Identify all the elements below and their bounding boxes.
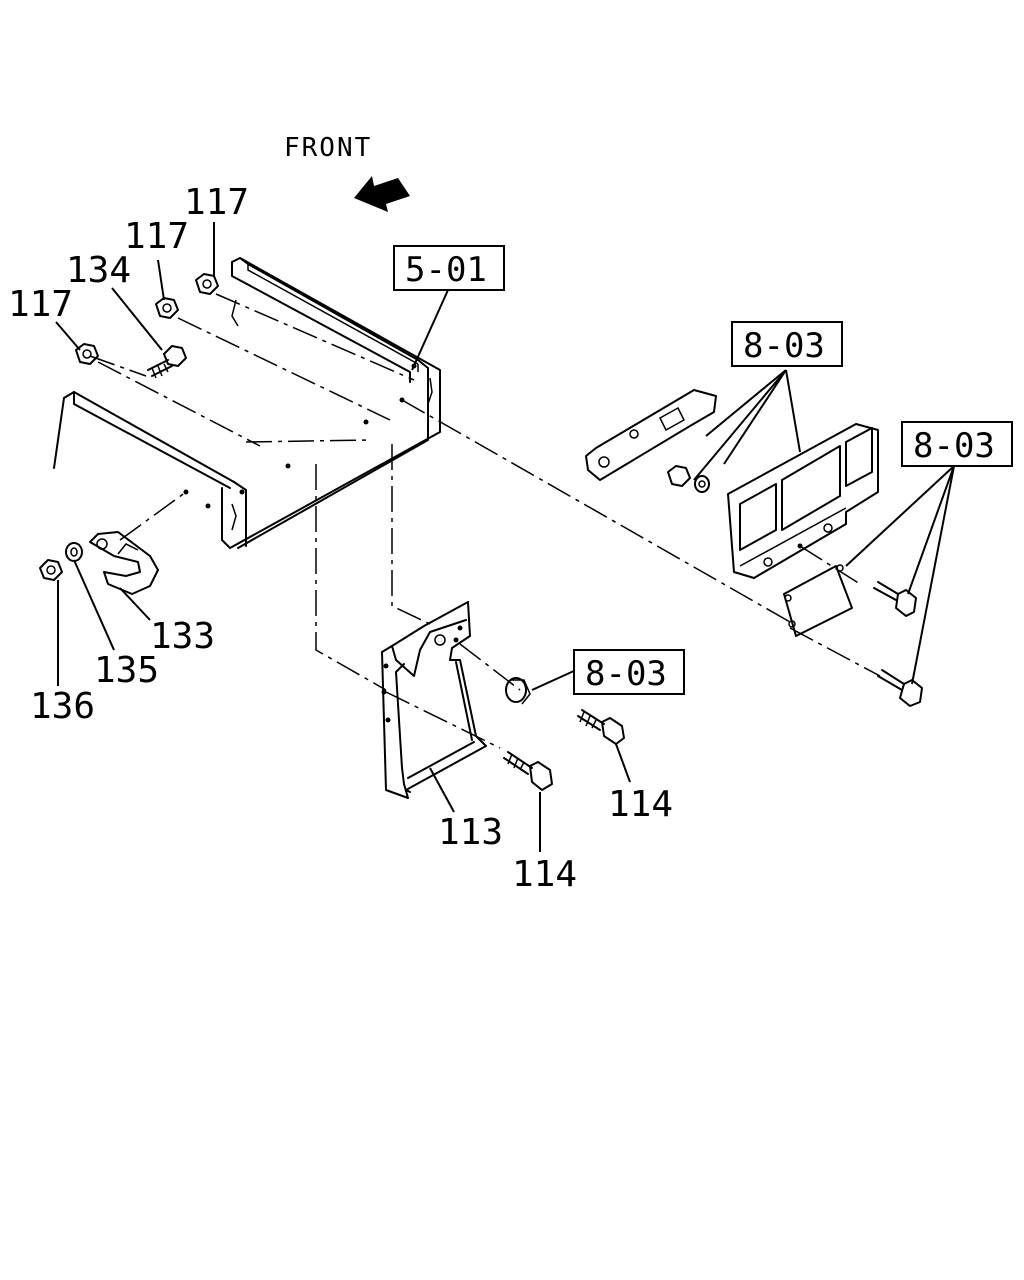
- part-label-133: 133: [150, 616, 215, 657]
- part-label-135: 135: [94, 650, 159, 691]
- lamp-washer: [694, 475, 710, 493]
- ref-box-8-03-b: 8-03: [901, 421, 1013, 467]
- front-label: FRONT: [284, 133, 372, 163]
- nut-117-c: [75, 343, 99, 365]
- ref-box-8-03-c: 8-03: [573, 649, 685, 695]
- ref-label-8-03-c: 8-03: [585, 654, 667, 694]
- lamp-bolt-b: [877, 669, 923, 707]
- part-label-117-a: 117: [184, 182, 249, 223]
- nut-117-a: [195, 273, 219, 295]
- lamp-bolt-a: [873, 581, 917, 617]
- leader-lines: [55, 222, 955, 852]
- lamp-housing: [727, 423, 879, 579]
- front-arrow-icon: [354, 176, 410, 212]
- ref-label-5-01: 5-01: [405, 250, 487, 290]
- lamp-nut: [667, 465, 691, 487]
- bracket-113: [381, 601, 487, 799]
- lamp-plate: [783, 564, 853, 637]
- ref-box-8-03-a: 8-03: [731, 321, 843, 367]
- frame-rail: [53, 257, 441, 549]
- bolt-114-a: [577, 709, 625, 745]
- part-label-114-b: 114: [512, 854, 577, 895]
- part-label-134: 134: [66, 250, 131, 291]
- part-label-114-a: 114: [608, 784, 673, 825]
- lamp-bracket: [585, 389, 717, 481]
- ref-label-8-03-b: 8-03: [913, 426, 995, 466]
- ref-label-8-03-a: 8-03: [743, 326, 825, 366]
- part-label-117-b: 117: [124, 216, 189, 257]
- ref-box-5-01: 5-01: [393, 245, 505, 291]
- washer-135: [65, 542, 83, 562]
- nut-136: [39, 559, 63, 581]
- part-label-117-c: 117: [8, 284, 73, 325]
- bolt-134: [147, 345, 187, 379]
- part-label-136: 136: [30, 686, 95, 727]
- nut-117-b: [155, 297, 179, 319]
- assembly-lines: [89, 293, 881, 749]
- bolt-114-b: [503, 751, 553, 791]
- tow-hook-133: [89, 531, 159, 595]
- part-label-113: 113: [438, 812, 503, 853]
- bushing: [505, 677, 531, 705]
